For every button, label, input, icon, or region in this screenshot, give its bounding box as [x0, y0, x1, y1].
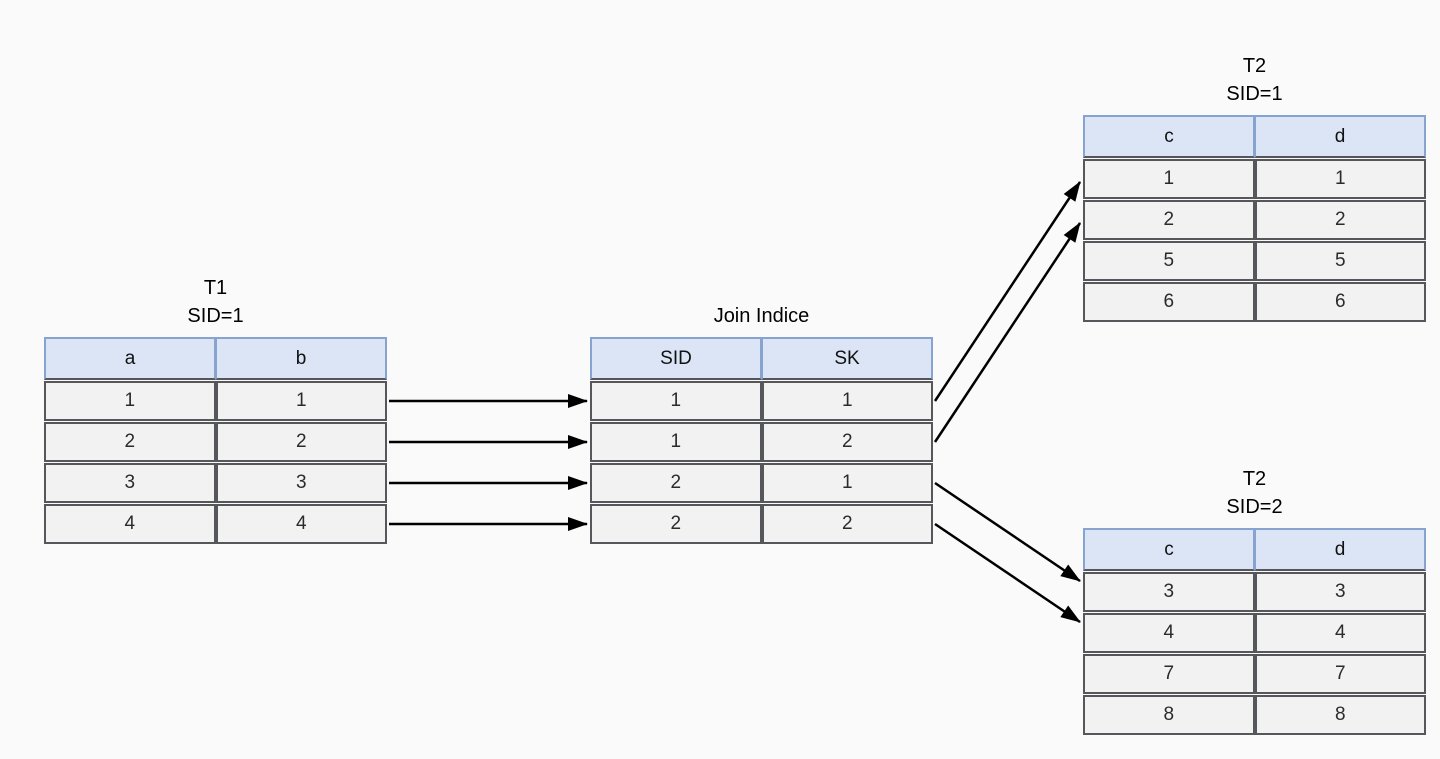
- arrow-line: [934, 522, 1081, 624]
- table-cell: 1: [590, 422, 762, 462]
- header-cell: d: [1255, 115, 1426, 158]
- arrow-line: [933, 181, 1082, 402]
- table-join-indice-title: Join Indice: [590, 302, 933, 337]
- table-title-line: SID=1: [187, 305, 244, 327]
- table-cell: 2: [44, 422, 216, 462]
- table-cell: 4: [44, 504, 216, 544]
- table-cell: 4: [1254, 613, 1426, 653]
- table-title-line: T1: [203, 277, 228, 299]
- header-cell: c: [1083, 528, 1255, 571]
- table-cell: 2: [761, 504, 933, 544]
- table-t2-sid2-title: T2 SID=2: [1083, 465, 1426, 528]
- table-cell: 3: [1254, 572, 1426, 612]
- table-cell: 7: [1083, 654, 1255, 694]
- table-t1-title: T1 SID=1: [44, 274, 387, 337]
- table-cell: 2: [1254, 200, 1426, 240]
- header-cell: SK: [762, 337, 933, 380]
- header-cell: c: [1083, 115, 1255, 158]
- table-cell: 1: [761, 381, 933, 421]
- table-cell: 2: [590, 463, 762, 503]
- header-cell: b: [216, 337, 387, 380]
- table-cell: 3: [215, 463, 387, 503]
- table-title-line: T2: [1242, 468, 1267, 490]
- table-cell: 5: [1083, 241, 1255, 281]
- table-cell: 6: [1083, 282, 1255, 322]
- table-cell: 6: [1254, 282, 1426, 322]
- table-cell: 5: [1254, 241, 1426, 281]
- table-cell: 1: [761, 463, 933, 503]
- table-cell: 2: [215, 422, 387, 462]
- table-cell: 2: [590, 504, 762, 544]
- table-t2-sid1-title: T2 SID=1: [1083, 52, 1426, 115]
- header-cell: d: [1255, 528, 1426, 571]
- table-cell: 8: [1083, 695, 1255, 735]
- table-cell: 1: [215, 381, 387, 421]
- table-cell: 2: [761, 422, 933, 462]
- arrow-line: [933, 222, 1082, 443]
- table-cell: 4: [215, 504, 387, 544]
- header-cell: a: [44, 337, 216, 380]
- table-cell: 1: [1083, 159, 1255, 199]
- table-cell: 3: [1083, 572, 1255, 612]
- table-cell: 1: [1254, 159, 1426, 199]
- arrow-line: [934, 481, 1081, 583]
- header-cell: SID: [590, 337, 762, 380]
- table-title-line: Join Indice: [713, 305, 810, 327]
- table-title-line: T2: [1242, 55, 1267, 77]
- table-cell: 2: [1083, 200, 1255, 240]
- table-cell: 1: [590, 381, 762, 421]
- table-cell: 4: [1083, 613, 1255, 653]
- table-cell: 8: [1254, 695, 1426, 735]
- table-cell: 7: [1254, 654, 1426, 694]
- table-title-line: SID=1: [1226, 83, 1283, 105]
- table-cell: 1: [44, 381, 216, 421]
- table-title-line: SID=2: [1226, 496, 1283, 518]
- table-cell: 3: [44, 463, 216, 503]
